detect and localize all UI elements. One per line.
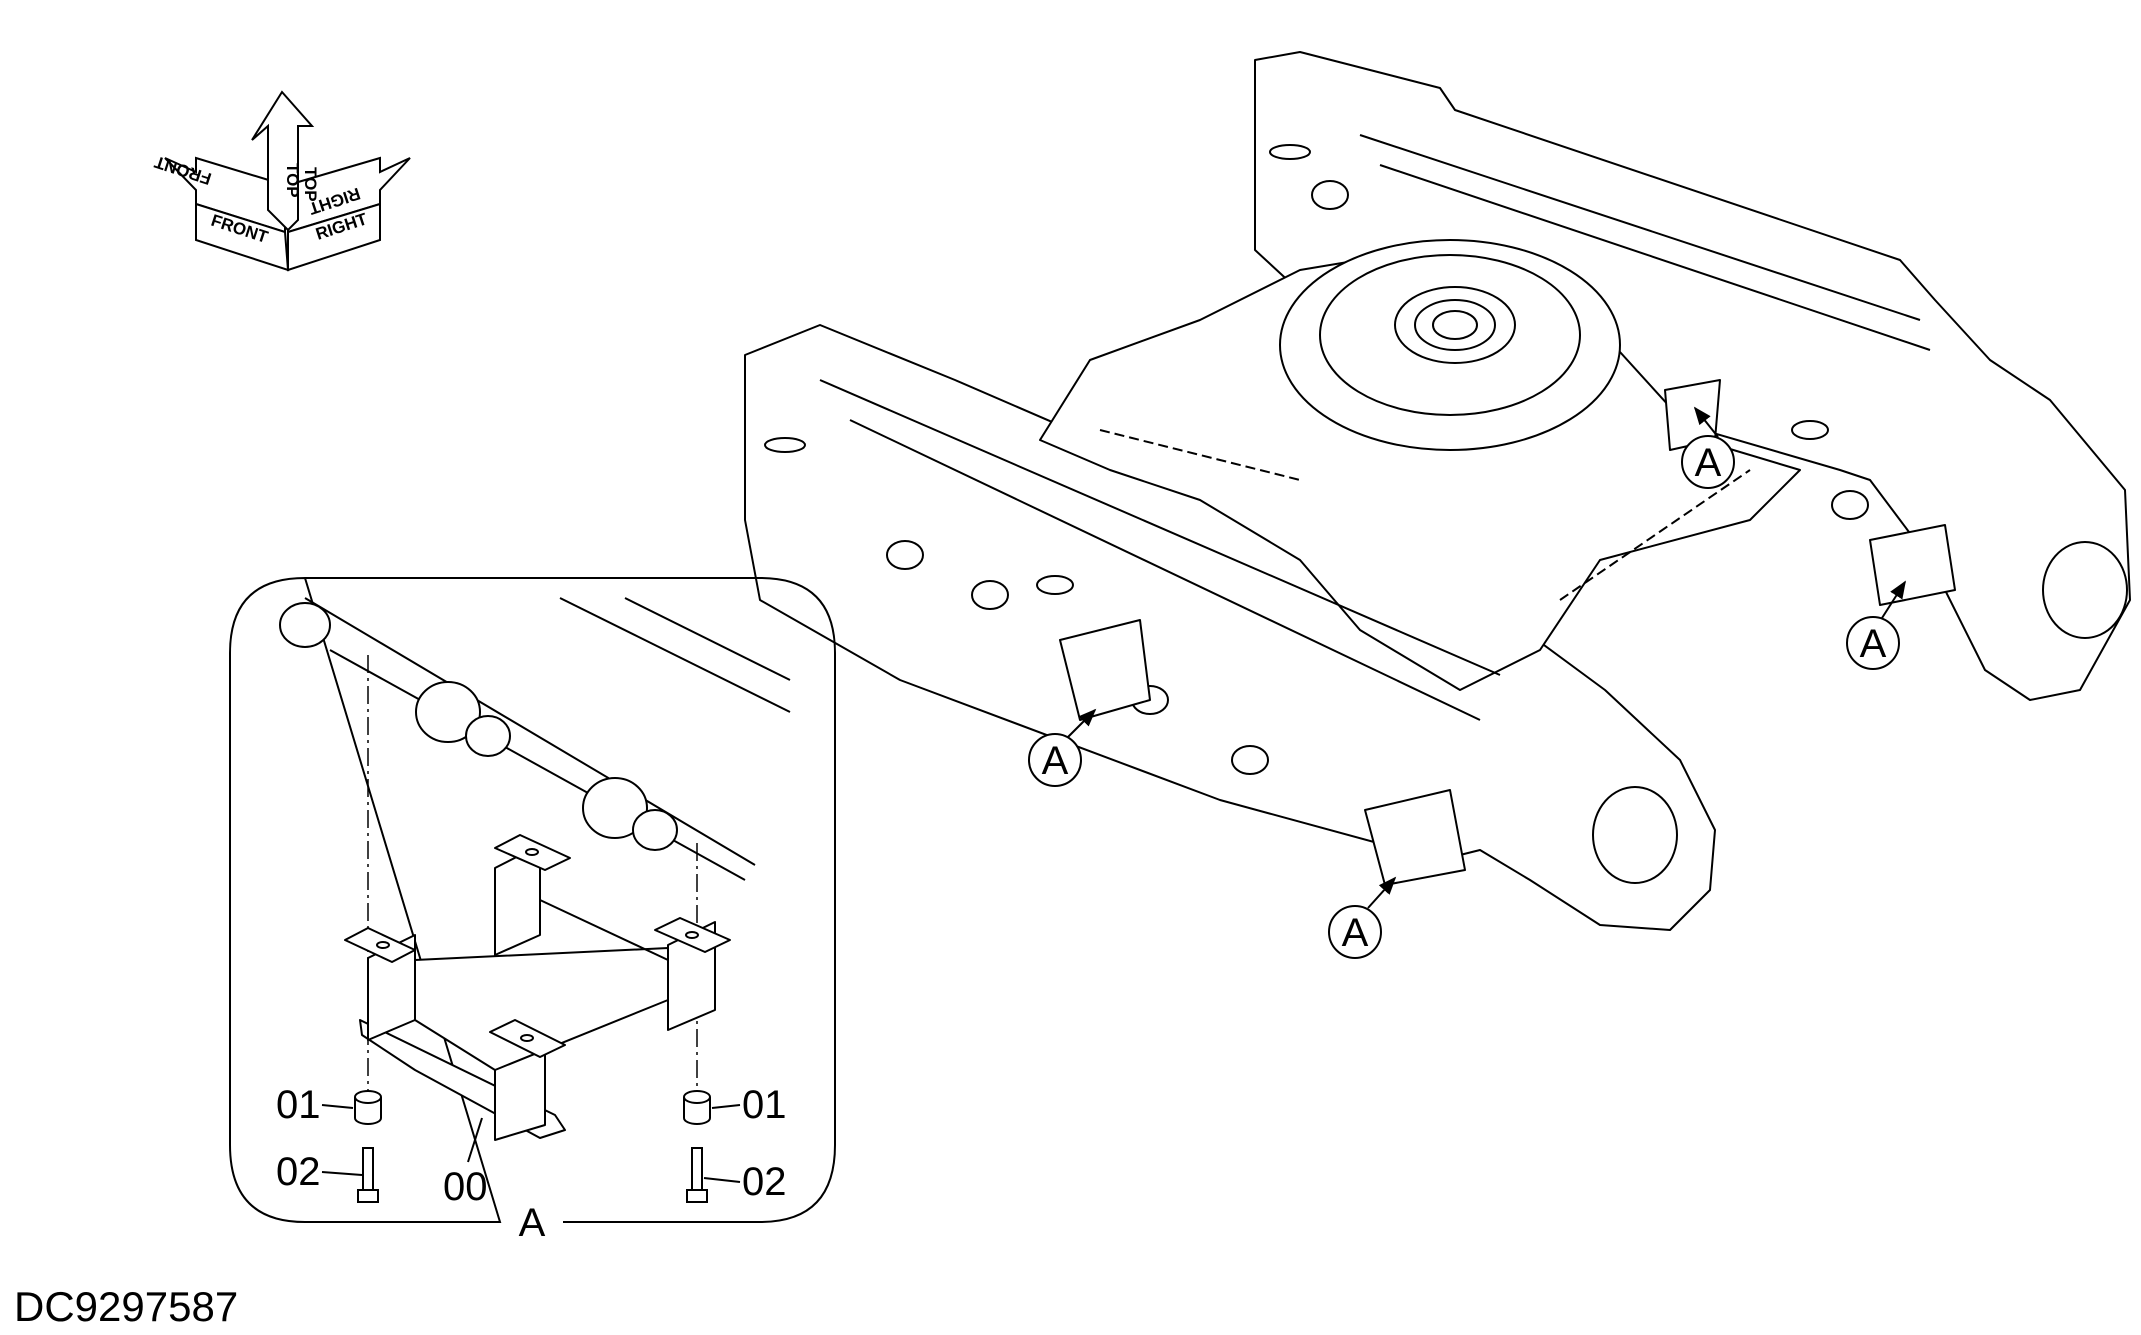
track-rollers: [886, 180, 1869, 775]
part-label-02-right: 02: [703, 1160, 787, 1204]
svg-text:02: 02: [276, 1150, 321, 1194]
undercarriage-assembly: [744, 51, 2131, 931]
part-label-02-left: 02: [276, 1150, 363, 1194]
orientation-top-label: TOP: [283, 163, 302, 198]
bolt-part: [357, 1147, 708, 1203]
callout-a-3-label: A: [1042, 739, 1069, 783]
svg-text:00: 00: [443, 1165, 488, 1209]
detail-view-a: A: [229, 576, 836, 1245]
part-label-01-left: 01: [276, 1083, 354, 1127]
svg-text:01: 01: [742, 1083, 787, 1127]
detail-rollers: [279, 602, 678, 851]
drawing-number: DC9297587: [14, 1283, 239, 1330]
callout-a-4-label: A: [1342, 911, 1369, 955]
part-label-01-right: 01: [711, 1083, 787, 1127]
orientation-front-label-mirror: FRONT: [152, 152, 214, 188]
orientation-symbol: FRONT FRONT TOP TOP RIGHT RIGHT: [152, 90, 411, 272]
roller-guard-part: [344, 834, 731, 1141]
callout-a-1: A: [1681, 406, 1735, 489]
callout-a-4: A: [1328, 876, 1397, 959]
part-label-00: 00: [443, 1117, 488, 1209]
callout-a-2-label: A: [1860, 622, 1887, 666]
callout-a-3: A: [1028, 708, 1097, 787]
callout-a-2: A: [1846, 580, 1906, 670]
svg-text:02: 02: [742, 1160, 787, 1204]
svg-text:01: 01: [276, 1083, 321, 1127]
orientation-top-label-mirror: TOP: [301, 167, 320, 202]
callout-a-1-label: A: [1695, 441, 1722, 485]
detail-view-label: A: [519, 1201, 546, 1245]
roller-guards: [1059, 379, 1956, 886]
spacer-part: [354, 1090, 711, 1125]
